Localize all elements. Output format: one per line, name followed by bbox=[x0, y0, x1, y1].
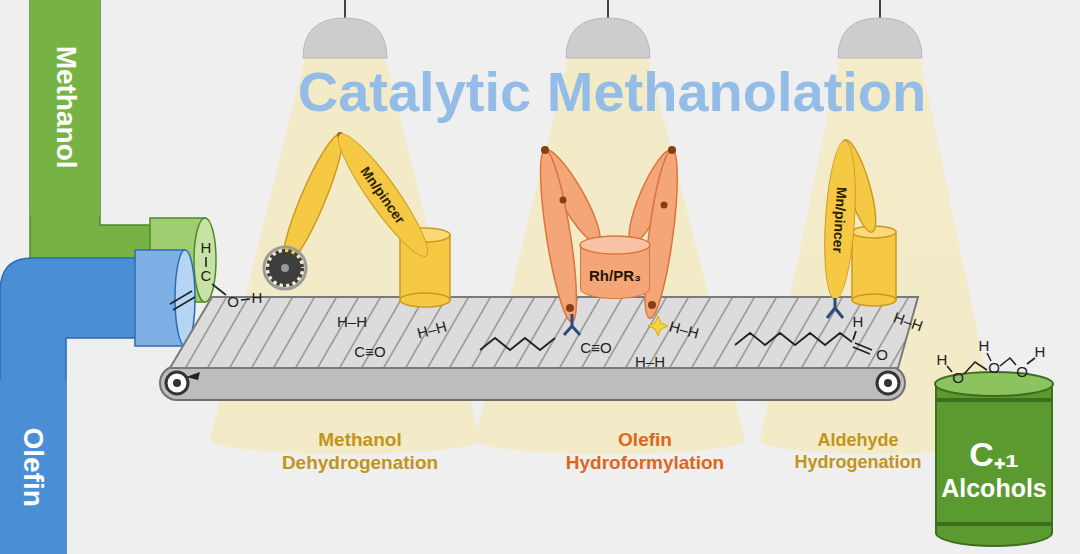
aldehyde-chain bbox=[735, 331, 872, 354]
diagram-title: Catalytic Methanolation bbox=[298, 58, 927, 125]
bond-lines bbox=[170, 257, 250, 310]
olefin-pipe-elbow bbox=[0, 250, 195, 554]
robot-arm-2 bbox=[533, 144, 684, 324]
robot-arm: Mn/pincer bbox=[327, 125, 438, 265]
atom-label: H–H bbox=[415, 317, 449, 342]
atom-label: H bbox=[853, 313, 864, 331]
robot-arm: Mn/pincer bbox=[820, 139, 860, 301]
product-barrel: C₊₁Alcohols bbox=[935, 384, 1053, 547]
atom-label: H bbox=[201, 239, 212, 257]
atom-label: H–H bbox=[891, 308, 925, 335]
atom-label: H bbox=[252, 289, 263, 307]
lamp bbox=[303, 0, 922, 58]
olefin-pipe: Olefin bbox=[0, 380, 66, 554]
feed-name: Methanol bbox=[49, 46, 81, 169]
atom-label: O bbox=[876, 346, 888, 364]
atom-label: H bbox=[1035, 343, 1046, 361]
feed-name: Olefin bbox=[17, 427, 49, 506]
olefin-chain bbox=[480, 338, 555, 350]
step-label: Methanol Dehydrogenation bbox=[265, 429, 455, 475]
atom-label: O bbox=[1016, 363, 1028, 381]
atom-label: O bbox=[227, 293, 239, 311]
catalyst-name: Rh/PR₃ bbox=[589, 267, 641, 284]
catalyst-name: Mn/pincer bbox=[830, 186, 850, 253]
atom-label: C≡O bbox=[354, 343, 385, 361]
gripper bbox=[827, 298, 843, 318]
atom-label: C≡O bbox=[580, 339, 611, 357]
atom-label: C bbox=[201, 267, 212, 285]
atom-label: H–H bbox=[635, 353, 665, 371]
methanol-pipe: Methanol bbox=[30, 0, 100, 215]
catalyst-name: Mn/pincer bbox=[357, 163, 408, 226]
conveyor-belt bbox=[160, 297, 918, 400]
arm-joint bbox=[541, 146, 676, 312]
step-label: Olefin Hydroformylation bbox=[550, 429, 740, 475]
step-label: Aldehyde Hydrogenation bbox=[783, 430, 933, 473]
spark bbox=[648, 316, 668, 336]
product-formula: C₊₁ bbox=[969, 435, 1019, 474]
gripper bbox=[564, 314, 580, 335]
atom-label: H–H bbox=[337, 313, 367, 331]
atom-label: H bbox=[937, 351, 948, 369]
atom-label: H bbox=[979, 337, 990, 355]
atom-label: O bbox=[988, 359, 1000, 377]
atom-label: O bbox=[952, 369, 964, 387]
atom-label: H–H bbox=[667, 317, 701, 342]
product-name: Alcohols bbox=[941, 474, 1047, 503]
base-top bbox=[580, 236, 650, 254]
